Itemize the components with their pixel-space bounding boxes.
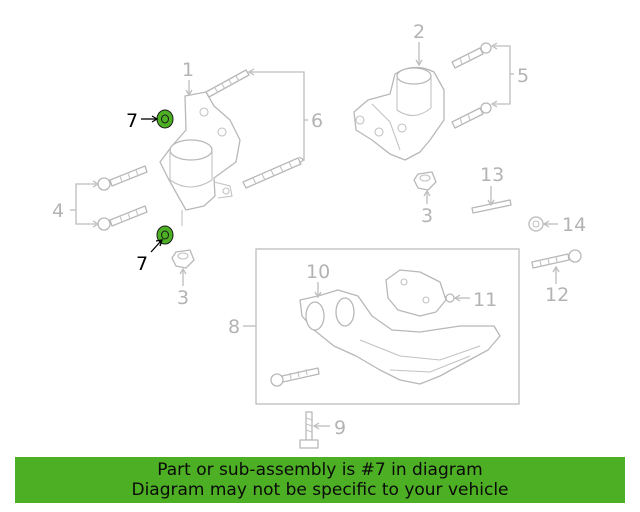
bolts-4 xyxy=(97,165,148,231)
left-engine-mount xyxy=(159,91,241,226)
right-engine-mount xyxy=(353,66,445,161)
crossmember-10 xyxy=(299,289,501,385)
info-banner: Part or sub-assembly is #7 in diagram Di… xyxy=(15,457,625,503)
bolts-5 xyxy=(451,42,492,129)
callout-2: 2 xyxy=(413,21,425,43)
bolt-in-box xyxy=(270,367,320,387)
callout-5: 5 xyxy=(517,65,529,87)
parts-diagram: 1 2 3 3 4 5 6 7 7 8 9 10 11 12 13 14 xyxy=(52,21,586,449)
callout-4: 4 xyxy=(52,200,64,222)
stud-bolts-6 xyxy=(205,69,302,189)
bracket-11 xyxy=(385,269,455,317)
callout-13: 13 xyxy=(480,164,504,186)
callout-8: 8 xyxy=(228,316,240,338)
callout-3-left: 3 xyxy=(177,287,189,309)
banner-line-2: Diagram may not be specific to your vehi… xyxy=(131,480,509,500)
leader-lines xyxy=(70,42,560,430)
bolt-12 xyxy=(531,249,582,269)
callout-7-upper: 7 xyxy=(126,110,138,132)
callout-6: 6 xyxy=(311,110,323,132)
callout-11: 11 xyxy=(473,289,497,311)
callout-12: 12 xyxy=(545,284,569,306)
callout-9: 9 xyxy=(334,417,346,439)
callout-1: 1 xyxy=(182,59,194,81)
nut-3-left xyxy=(171,249,195,269)
stud-13 xyxy=(471,199,512,214)
bolt-9 xyxy=(299,411,319,449)
callout-3-right: 3 xyxy=(421,205,433,227)
nut-3-right xyxy=(413,171,437,191)
callout-7-lower: 7 xyxy=(136,253,148,275)
leader-lines-7 xyxy=(141,115,163,253)
nut-14 xyxy=(528,216,544,232)
callout-14: 14 xyxy=(562,214,586,236)
callout-10: 10 xyxy=(306,261,330,283)
banner-line-1: Part or sub-assembly is #7 in diagram xyxy=(157,460,483,480)
